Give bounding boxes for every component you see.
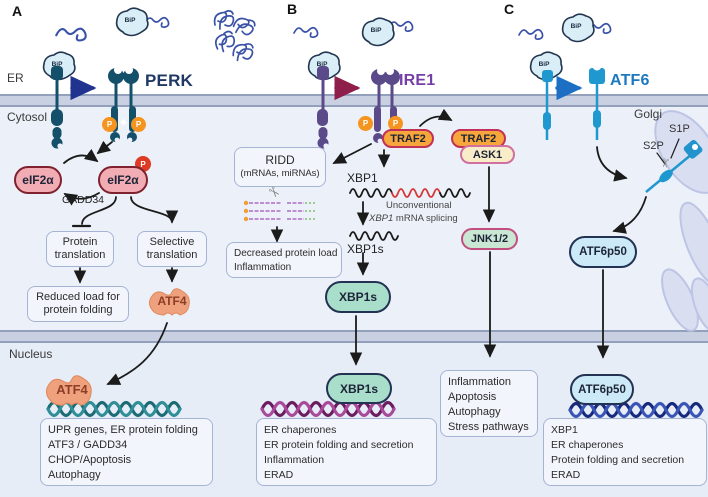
dna-helix-perk [46,400,182,418]
xbp1-mrna-wave [349,188,471,198]
xbp1s-nucleus-pill: XBP1s [326,373,392,404]
ire1-active-receptor [371,67,400,144]
jnk-pill: JNK1/2 [461,228,518,250]
gene-line: Inflammation [264,454,325,466]
s1p-label: S1P [669,123,690,135]
golgi-label: Golgi [634,107,663,121]
bip-label: BiP [51,61,63,68]
atf6-title: ATF6 [610,72,650,89]
ire1-target-genes-box: ER chaperones ER protein folding and sec… [256,418,437,486]
protein-translation-box: Protein translation [46,231,114,267]
ridd-outcomes-box: Decreased protein load Inflammation [226,242,342,278]
eif2a-pill: eIF2α [14,166,62,194]
atf6-inactive-receptor [542,70,553,140]
traf2-pill: TRAF2 [451,129,506,148]
eif2a-phospho-pill: eIF2α [98,166,148,194]
xbp1-label: XBP1 [347,171,378,185]
splicing-note-line2: XBP1 mRNA splicing [369,213,458,224]
jnk-outcomes-box: Inflammation Apoptosis Autophagy Stress … [440,370,538,437]
ridd-subtitle: (mRNAs, miRNAs) [240,168,320,179]
gene-line: ER chaperones [551,439,624,451]
gene-line: UPR genes, ER protein folding [48,424,198,436]
traf2-membrane-pill: TRAF2 [382,129,434,148]
xbp1-gene-italic: XBP1 [369,213,394,224]
gene-line: ER chaperones [264,424,337,436]
cytosol-label: Cytosol [7,110,48,124]
xbp1s-cytosol-pill: XBP1s [325,281,391,313]
atf6-active-receptor [589,61,605,140]
gene-line: Protein folding and secretion [551,454,685,466]
perk-title: PERK [145,71,194,90]
outcome-line: Apoptosis [448,391,497,403]
perk-active-receptor [108,66,139,143]
outcome-line: Stress pathways [448,421,529,433]
gene-line: ERAD [264,469,294,481]
bip-label: BiP [370,27,382,34]
perk-inactive-receptor [51,66,63,149]
outcome-line: Inflammation [234,261,292,273]
reduced-load-box: Reduced load for protein folding [27,286,129,322]
dna-helix-atf6 [568,401,704,419]
nucleus-label: Nucleus [9,347,53,361]
phospho-badge: P [358,116,373,131]
scissors-icon: ✂ [657,156,673,170]
panel-c-label: C [504,1,515,17]
golgi-body [654,110,708,333]
panel-a-label: A [12,3,23,19]
gene-line: CHOP/Apoptosis [48,454,132,466]
ridd-title: RIDD [265,153,295,167]
outcome-line: Decreased protein load [234,248,338,259]
bip-label: BiP [538,61,550,68]
s2p-label: S2P [643,140,664,152]
phospho-badge: P [131,117,146,132]
xbp1s-label: XBP1s [347,242,384,256]
bip-label: BiP [316,61,328,68]
gene-line: ATF3 / GADD34 [48,439,128,451]
atf6-target-genes-box: XBP1 ER chaperones Protein folding and s… [543,418,707,486]
splicing-note-line1: Unconventional [386,200,452,211]
perk-target-genes-box: UPR genes, ER protein folding ATF3 / GAD… [40,418,213,486]
atf6p50-nucleus-pill: ATF6p50 [570,374,634,405]
ire1-inactive-receptor [317,66,329,149]
gene-line: XBP1 [551,424,578,436]
outcome-line: Autophagy [448,406,501,418]
atf4-cytosol-label: ATF4 [157,294,187,308]
atf6-in-golgi [645,139,703,193]
bip-label: BiP [570,23,582,30]
gene-line: ER protein folding and secretion [264,439,414,451]
phospho-badge: P [388,116,403,131]
ridd-mrna-strands [243,200,317,222]
splicing-text: mRNA splicing [393,213,458,224]
selective-translation-box: Selective translation [137,231,207,267]
outcome-line: Inflammation [448,376,511,388]
ire1-title: IRE1 [399,72,436,89]
er-label: ER [7,71,24,85]
pathway-arrows [63,75,680,385]
gene-line: Autophagy [48,469,101,481]
ask1-pill: ASK1 [460,145,515,164]
dna-helix-ire1 [260,400,396,418]
xbp1s-mrna-wave [349,231,399,241]
phospho-badge: P [102,117,117,132]
atf6p50-cytosol-pill: ATF6p50 [569,236,637,268]
panel-b-label: B [287,1,298,17]
ridd-box: RIDD (mRNAs, miRNAs) [234,147,326,187]
protein-aggregate-cluster [212,10,258,64]
bip-label: BiP [124,17,136,24]
gene-line: ERAD [551,469,581,481]
atf4-nucleus-label: ATF4 [56,382,88,397]
gadd34-label: GADD34 [61,194,104,206]
nuclear-membrane [0,330,708,343]
